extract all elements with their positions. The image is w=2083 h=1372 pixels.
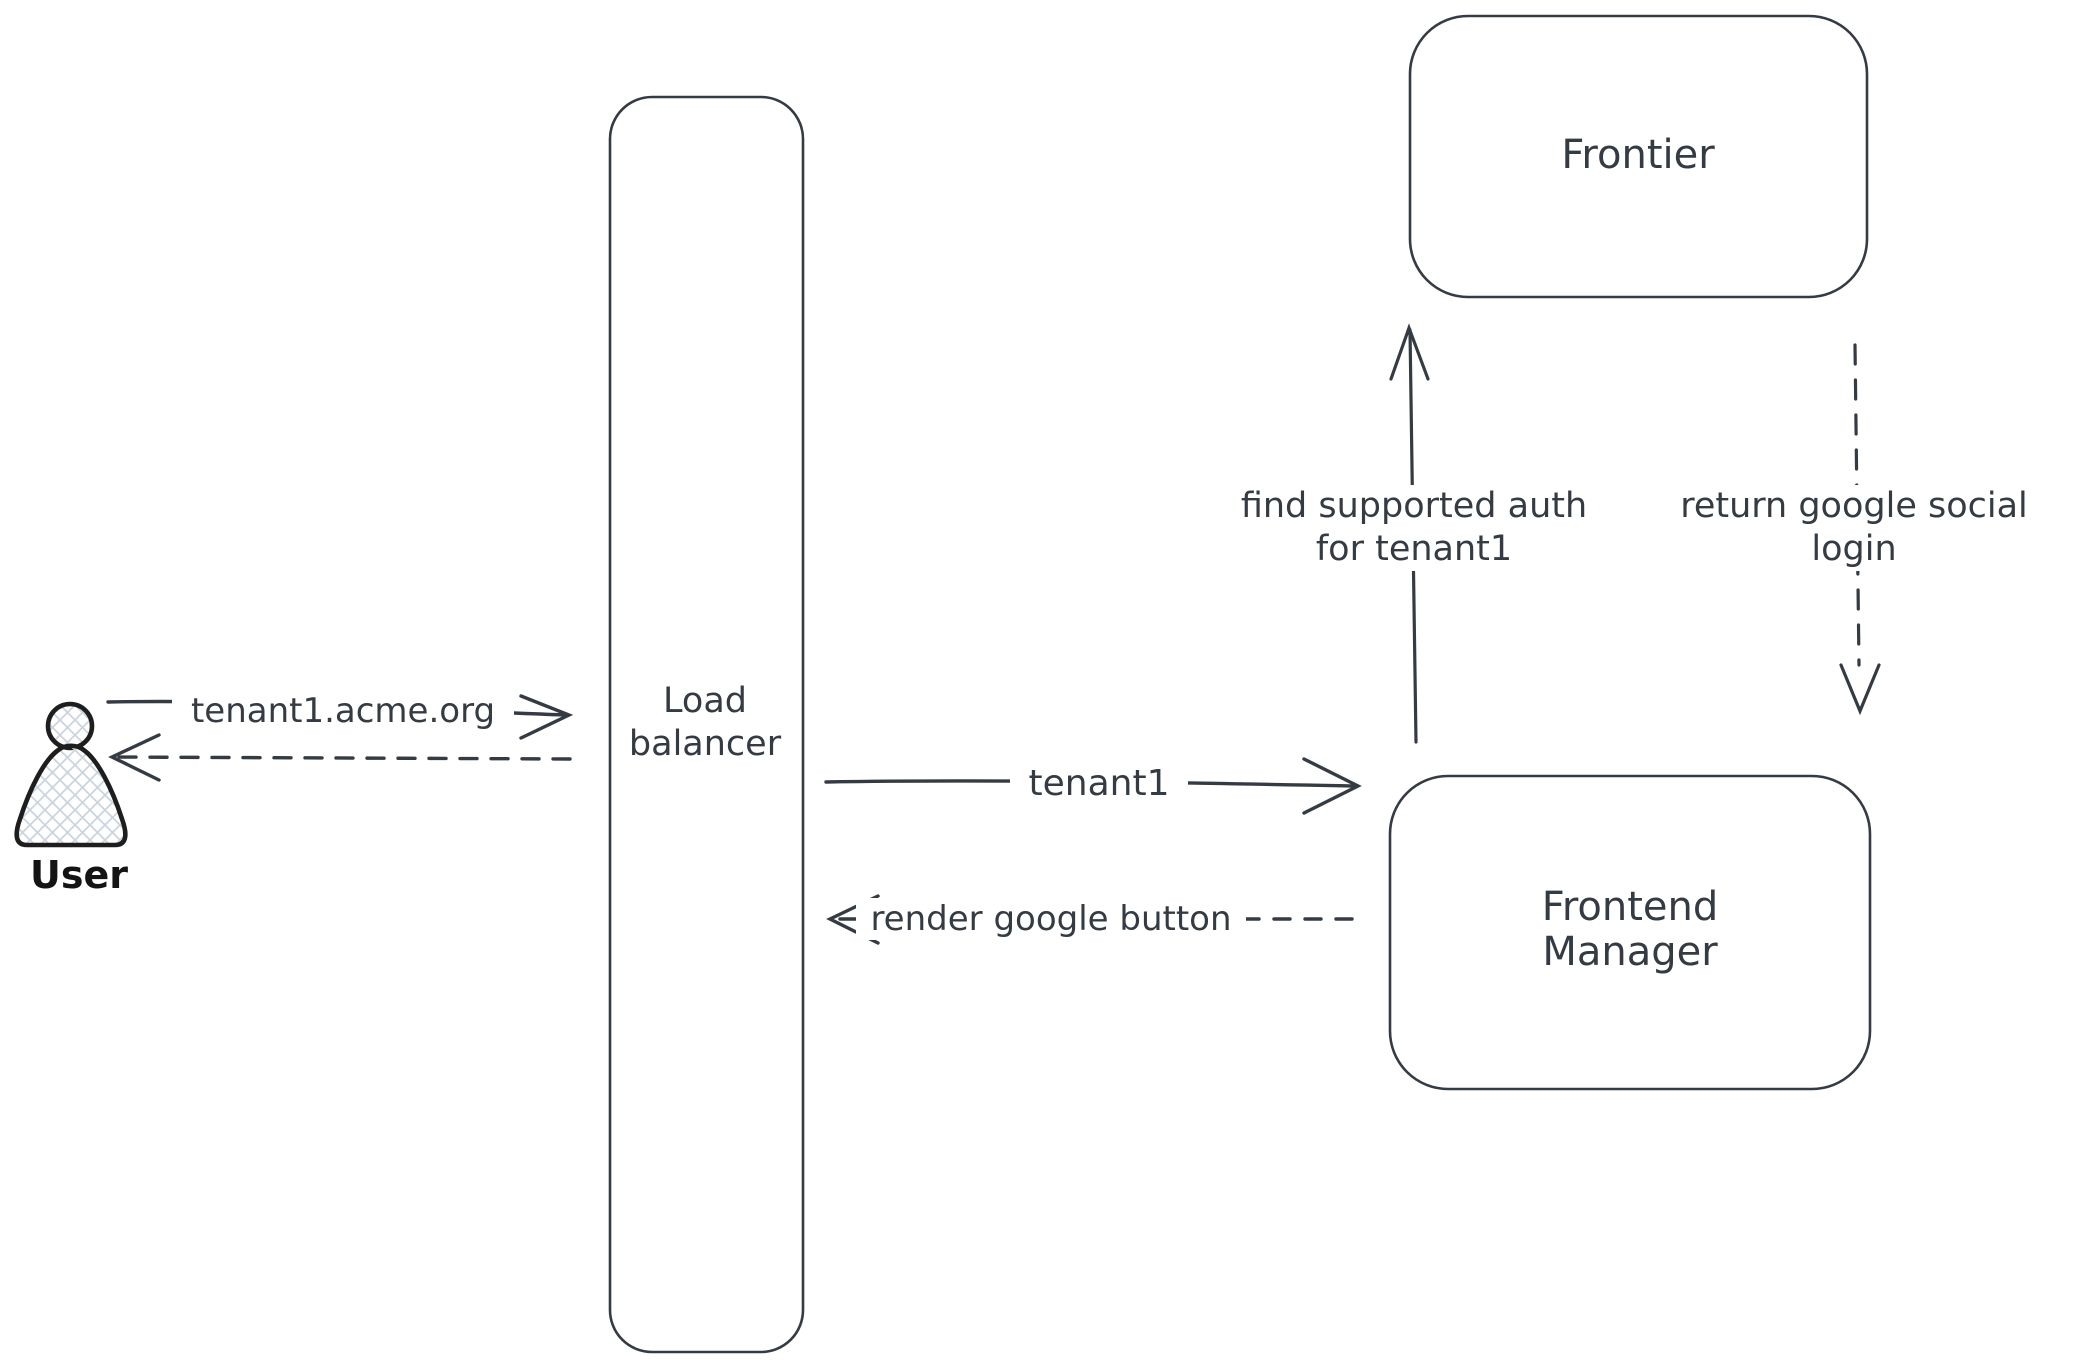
load-balancer-box [608,95,805,1354]
user-head [45,701,95,751]
user-body [14,743,128,848]
arrow-response-to-user [108,733,572,782]
edge-label-find-supported-auth-line1: find supported auth [1240,486,1588,526]
load-balancer-label: Load balancer [604,680,806,766]
frontend-manager-label-line2: Manager [1542,929,1718,975]
edge-label-return-google-social-login-line2: login [1811,529,1897,569]
edge-label-render-google-button: render google button [856,898,1246,940]
frontend-manager-label-line1: Frontend [1541,884,1719,930]
user-label: User [30,853,128,897]
load-balancer-label-line2: balancer [628,724,782,764]
edge-label-forward-tenant1: tenant1 [1010,763,1188,805]
edge-label-find-supported-auth: find supported auth for tenant1 [1212,485,1616,571]
user-person-icon [14,701,128,848]
frontend-manager-box [1388,774,1872,1091]
load-balancer-label-line1: Load [663,681,747,721]
edge-label-request-domain: tenant1.acme.org [172,690,514,732]
frontier-box [1408,14,1869,299]
edge-label-return-google-social-login: return google social login [1652,485,2056,571]
edge-label-find-supported-auth-line2: for tenant1 [1315,529,1513,569]
edge-label-return-google-social-login-line1: return google social [1680,486,2028,526]
frontier-label: Frontier [1561,132,1715,178]
frontend-manager-label: Frontend Manager [1430,885,1830,975]
